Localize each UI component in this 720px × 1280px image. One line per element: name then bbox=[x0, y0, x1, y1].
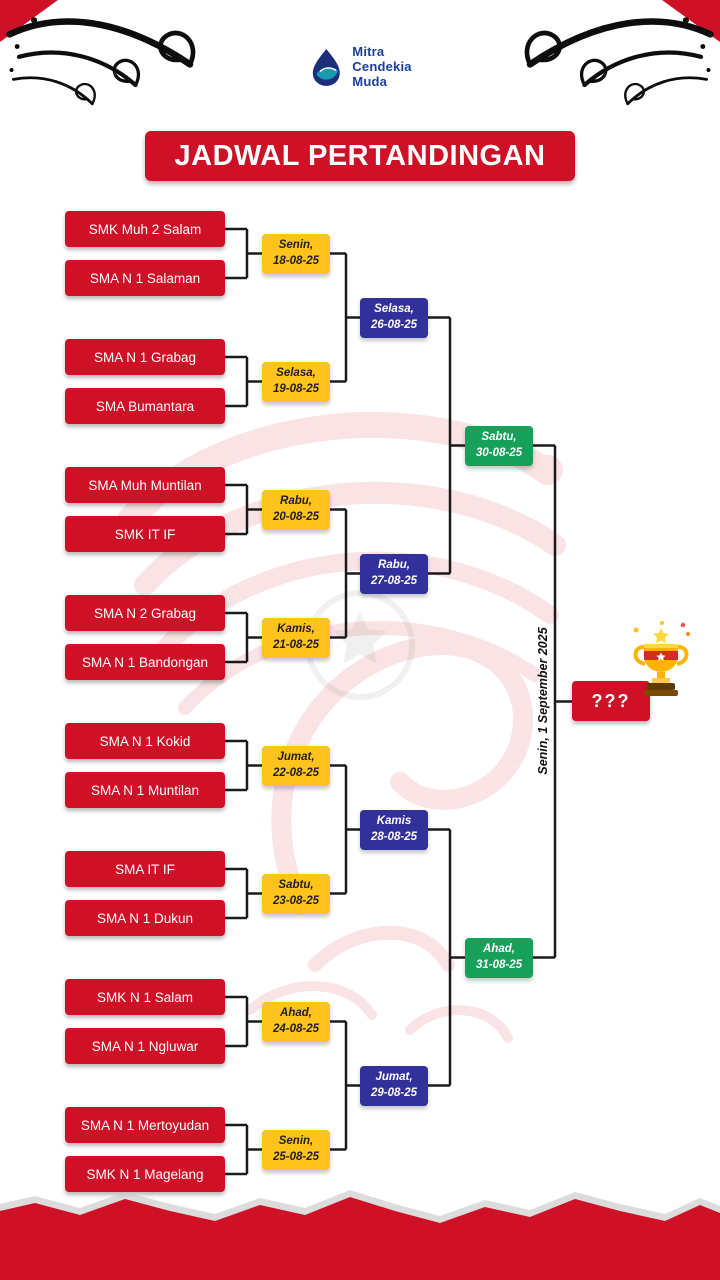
match-date: 29-08-25 bbox=[370, 1086, 418, 1099]
team-box: SMA N 1 Dukun bbox=[65, 900, 225, 936]
trophy-icon bbox=[633, 621, 690, 696]
match-date: 18-08-25 bbox=[272, 254, 320, 267]
match-date: 28-08-25 bbox=[370, 830, 418, 843]
match-date-box: Sabtu, 30-08-25 bbox=[465, 425, 533, 466]
match-date: 27-08-25 bbox=[370, 574, 418, 587]
match-date-box: Selasa, 19-08-25 bbox=[262, 361, 330, 402]
match-date-box: Senin, 25-08-25 bbox=[262, 1129, 330, 1170]
logo-text-line: Muda bbox=[352, 74, 388, 89]
team-box: SMA IT IF bbox=[65, 851, 225, 887]
match-day: Selasa, bbox=[276, 366, 316, 379]
match-date-box: Rabu, 27-08-25 bbox=[360, 553, 428, 594]
match-date: 21-08-25 bbox=[272, 638, 320, 651]
team-box: SMA N 1 Grabag bbox=[65, 339, 225, 375]
match-day: Senin, bbox=[278, 238, 314, 251]
match-date-box: Ahad, 31-08-25 bbox=[465, 937, 533, 978]
match-date: 23-08-25 bbox=[272, 894, 320, 907]
logo-text-line: Cendekia bbox=[352, 59, 412, 74]
match-day: Ahad, bbox=[280, 1006, 312, 1019]
match-date: 31-08-25 bbox=[475, 958, 523, 971]
match-day: Sabtu, bbox=[481, 430, 517, 443]
match-date-box: Ahad, 24-08-25 bbox=[262, 1001, 330, 1042]
match-date: 26-08-25 bbox=[370, 318, 418, 331]
torn-paper-edge bbox=[0, 1190, 720, 1280]
match-date: 24-08-25 bbox=[272, 1022, 320, 1035]
logo: Mitra Cendekia Muda bbox=[308, 44, 412, 89]
team-box: SMA N 1 Kokid bbox=[65, 723, 225, 759]
team-box: SMK N 1 Salam bbox=[65, 979, 225, 1015]
match-day: Ahad, bbox=[483, 942, 515, 955]
match-date-box: Jumat, 29-08-25 bbox=[360, 1065, 428, 1106]
match-day: Senin, bbox=[278, 1134, 314, 1147]
page-title: JADWAL PERTANDINGAN bbox=[145, 131, 575, 181]
flourish-ornament-left bbox=[6, 17, 196, 106]
team-box: SMA N 1 Salaman bbox=[65, 260, 225, 296]
match-date-box: Selasa, 26-08-25 bbox=[360, 297, 428, 338]
match-day: Kamis, bbox=[277, 622, 315, 635]
match-day: Sabtu, bbox=[278, 878, 314, 891]
match-date: 30-08-25 bbox=[475, 446, 523, 459]
match-day: Rabu, bbox=[378, 558, 410, 571]
match-date-box: Rabu, 20-08-25 bbox=[262, 489, 330, 530]
team-box: SMA N 1 Bandongan bbox=[65, 644, 225, 680]
team-box: SMK IT IF bbox=[65, 516, 225, 552]
team-box: SMA Muh Muntilan bbox=[65, 467, 225, 503]
final-winner-box: ??? bbox=[572, 681, 650, 721]
final-date-label: Senin, 1 September 2025 bbox=[536, 627, 550, 775]
team-box: SMA Bumantara bbox=[65, 388, 225, 424]
match-date-box: Kamis, 21-08-25 bbox=[262, 617, 330, 658]
match-day: Rabu, bbox=[280, 494, 312, 507]
match-date-box: Kamis 28-08-25 bbox=[360, 809, 428, 850]
match-date: 25-08-25 bbox=[272, 1150, 320, 1163]
flourish-ornament-right bbox=[524, 17, 714, 106]
match-date: 19-08-25 bbox=[272, 382, 320, 395]
match-date-box: Sabtu, 23-08-25 bbox=[262, 873, 330, 914]
match-day: Jumat, bbox=[277, 750, 315, 763]
match-day: Kamis bbox=[376, 814, 412, 827]
team-box: SMA N 1 Ngluwar bbox=[65, 1028, 225, 1064]
match-date: 20-08-25 bbox=[272, 510, 320, 523]
match-date-box: Jumat, 22-08-25 bbox=[262, 745, 330, 786]
team-box: SMA N 1 Mertoyudan bbox=[65, 1107, 225, 1143]
match-day: Selasa, bbox=[374, 302, 414, 315]
team-box: SMK N 1 Magelang bbox=[65, 1156, 225, 1192]
logo-text-line: Mitra bbox=[352, 44, 385, 59]
team-box: SMA N 1 Muntilan bbox=[65, 772, 225, 808]
logo-icon bbox=[312, 48, 340, 86]
team-box: SMK Muh 2 Salam bbox=[65, 211, 225, 247]
logo-text: Mitra Cendekia Muda bbox=[352, 44, 411, 89]
team-box: SMA N 2 Grabag bbox=[65, 595, 225, 631]
match-date: 22-08-25 bbox=[272, 766, 320, 779]
match-date-box: Senin, 18-08-25 bbox=[262, 233, 330, 274]
match-day: Jumat, bbox=[375, 1070, 413, 1083]
